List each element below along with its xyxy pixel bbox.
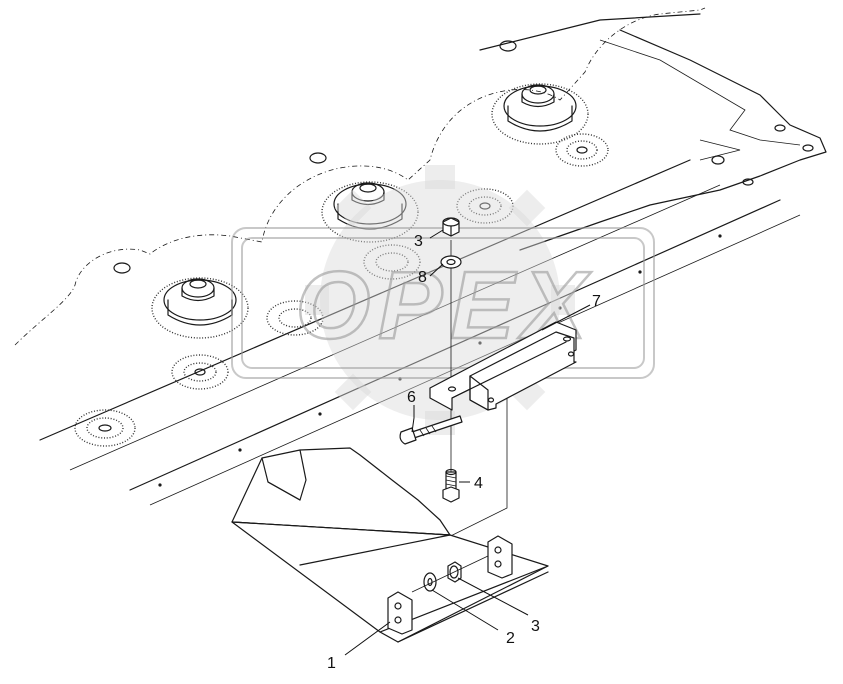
mounting-hole xyxy=(802,144,814,152)
mounting-hole xyxy=(774,124,786,132)
disc-pad xyxy=(363,244,421,280)
disc-pad xyxy=(456,188,514,224)
guard-plate-top xyxy=(231,447,451,536)
cutter-bar-rail-upper xyxy=(39,159,691,441)
guard-lug-left xyxy=(387,591,413,635)
callout-4-bolt: 4 xyxy=(474,475,483,492)
washer-upper xyxy=(440,255,462,269)
disc-hub xyxy=(491,83,589,145)
callout-leaders xyxy=(344,229,591,656)
washer-lower xyxy=(423,572,437,592)
disc-pad xyxy=(171,354,229,390)
nut-upper xyxy=(442,217,460,237)
callout-labels: 3 8 7 6 4 1 2 3 xyxy=(327,233,601,672)
cutter-bar-top-edge xyxy=(479,13,827,251)
bracket xyxy=(429,321,577,411)
callout-6-bolt: 6 xyxy=(407,389,416,406)
disc-pad xyxy=(74,409,136,447)
mounting-hole xyxy=(711,155,725,165)
disc-pad xyxy=(266,300,324,336)
cutter-bar-rail-mid xyxy=(69,184,721,471)
disc-hub xyxy=(151,277,249,339)
guard-lug-right xyxy=(487,535,513,579)
mounting-hole xyxy=(309,152,327,164)
disc-pad xyxy=(555,133,609,167)
callout-8-washer: 8 xyxy=(418,269,427,286)
cutting-discs xyxy=(74,83,609,447)
callout-7-bracket: 7 xyxy=(592,293,601,310)
callout-1-guard: 1 xyxy=(327,655,336,672)
bolt-vertical xyxy=(442,468,460,503)
mounting-hole xyxy=(499,40,517,52)
cutter-bar-rail-bottom xyxy=(149,214,801,506)
cutter-bar-outline xyxy=(14,7,706,346)
cutter-bar-assembly xyxy=(14,7,827,506)
callout-2-washer: 2 xyxy=(506,630,515,647)
callout-3-nut-upper: 3 xyxy=(414,233,423,250)
cutter-bar-rail-lower xyxy=(129,199,781,491)
cutter-bar-inner-edge xyxy=(599,39,801,161)
callout-3-nut-lower: 3 xyxy=(531,618,540,635)
guard-plate xyxy=(231,447,549,643)
mounting-hole xyxy=(742,178,754,186)
mounting-hole xyxy=(113,262,131,274)
